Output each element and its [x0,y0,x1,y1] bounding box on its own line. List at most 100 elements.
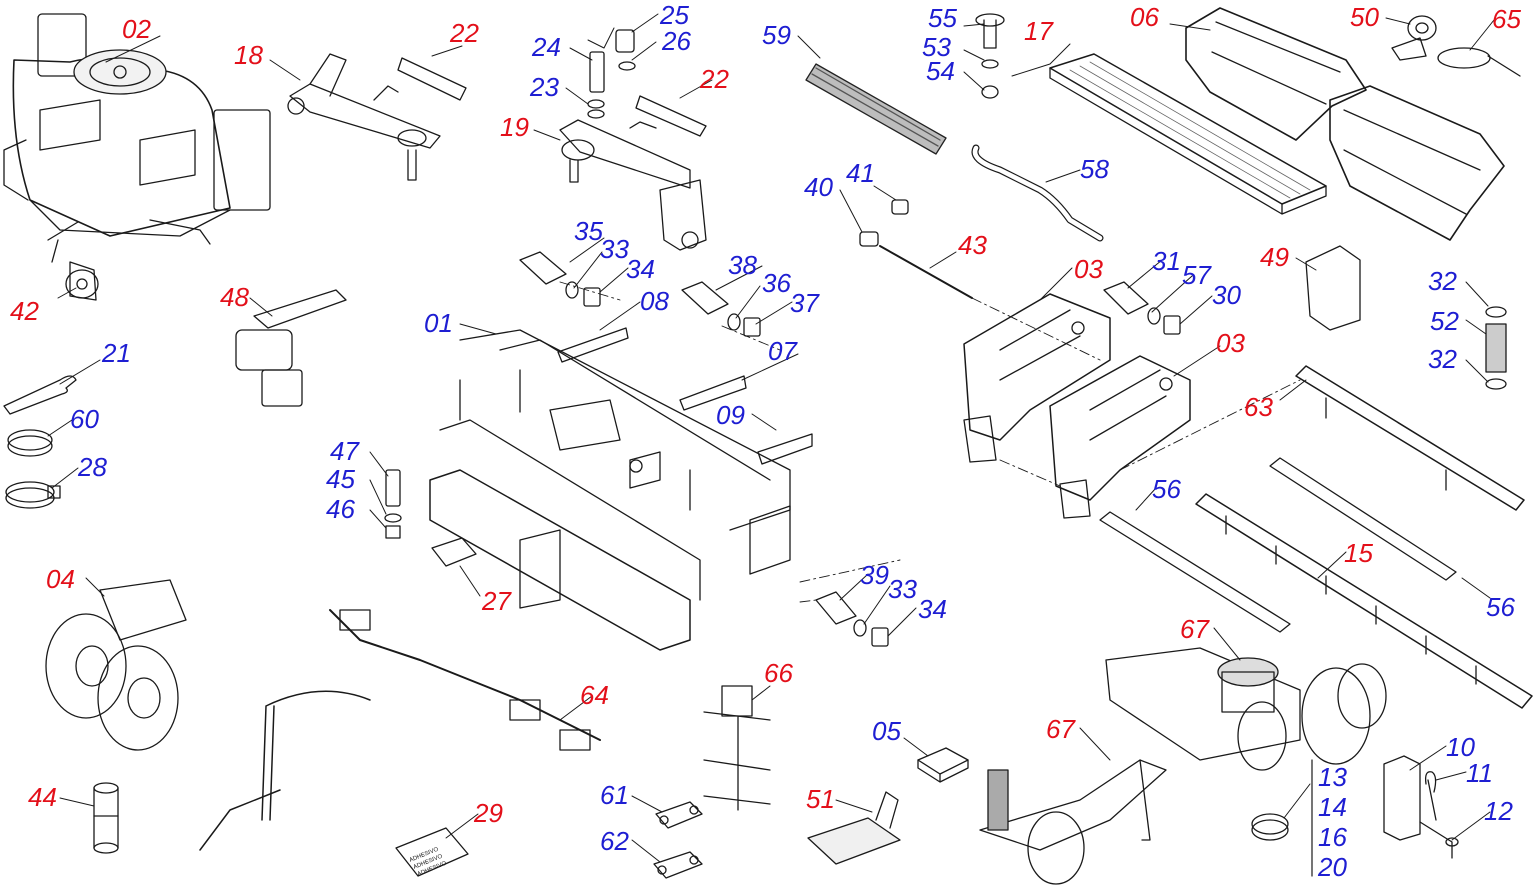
link-61[interactable] [655,801,703,829]
part-label-p35a[interactable]: 35 [574,216,603,246]
part-label-p10[interactable]: 10 [1446,732,1475,762]
part-label-p48[interactable]: 48 [220,282,249,312]
sleeve-set-31[interactable] [1103,281,1181,335]
part-label-p64[interactable]: 64 [580,680,609,710]
spring-59[interactable] [805,63,947,155]
part-label-p61[interactable]: 61 [600,780,629,810]
part-label-p08[interactable]: 08 [640,286,669,316]
part-label-p07[interactable]: 07 [768,336,797,366]
rod-56b[interactable] [1269,457,1457,581]
clamp-60[interactable] [7,429,53,457]
part-label-p14[interactable]: 14 [1318,792,1347,822]
part-label-p63[interactable]: 63 [1244,392,1273,422]
part-label-p39[interactable]: 39 [860,560,889,590]
pad-05[interactable] [917,747,969,783]
bar-63[interactable] [1295,365,1525,511]
part-label-p52[interactable]: 52 [1430,306,1459,336]
part-label-p17[interactable]: 17 [1024,16,1053,46]
decal-29[interactable] [395,827,469,877]
part-label-p26[interactable]: 26 [662,26,691,56]
part-label-p21[interactable]: 21 [102,338,131,368]
hitch-arm-19[interactable] [559,95,707,251]
valve-48[interactable] [235,289,347,407]
part-label-p62[interactable]: 62 [600,826,629,856]
tube-44[interactable] [93,782,119,854]
part-label-p32b[interactable]: 32 [1428,344,1457,374]
guide-10[interactable] [1383,755,1421,841]
part-label-p28[interactable]: 28 [78,452,107,482]
part-label-p09[interactable]: 09 [716,400,745,430]
part-label-p49[interactable]: 49 [1260,242,1289,272]
clamp-13-20[interactable] [1251,759,1313,877]
part-label-p02[interactable]: 02 [122,14,151,44]
light-50[interactable] [1391,15,1437,61]
row-unit-67a[interactable] [1105,647,1387,771]
part-label-p05[interactable]: 05 [872,716,901,746]
part-label-p36[interactable]: 36 [762,268,791,298]
part-label-p24[interactable]: 24 [532,32,561,62]
pin-12[interactable] [1419,821,1459,859]
part-label-p20[interactable]: 20 [1318,852,1347,882]
part-label-p11[interactable]: 11 [1466,758,1493,788]
part-label-p01[interactable]: 01 [424,308,453,338]
part-label-p56b[interactable]: 56 [1486,592,1515,622]
clamp-28[interactable] [5,481,61,509]
part-label-p66[interactable]: 66 [764,658,793,688]
part-label-p22a[interactable]: 22 [450,18,479,48]
part-label-p19[interactable]: 19 [500,112,529,142]
part-label-p27[interactable]: 27 [482,586,511,616]
spring-set-52[interactable] [1485,306,1507,390]
part-label-p46[interactable]: 46 [326,494,355,524]
side-frame-03a[interactable] [963,293,1111,463]
sleeve-set-35[interactable] [519,251,601,307]
hose-58[interactable] [971,144,1104,242]
row-unit-67b[interactable] [979,759,1167,885]
rod-56a[interactable] [1099,511,1291,633]
side-frame-03b[interactable] [1049,355,1191,519]
manifold-49[interactable] [1305,245,1361,331]
part-label-p43[interactable]: 43 [958,230,987,260]
part-label-p38[interactable]: 38 [728,250,757,280]
cable-65[interactable] [1437,47,1521,77]
part-label-p65[interactable]: 65 [1492,4,1521,34]
bolt-40-43[interactable] [859,199,973,299]
part-label-p33a[interactable]: 33 [600,234,629,264]
part-label-p31[interactable]: 31 [1152,246,1181,276]
part-label-p15[interactable]: 15 [1344,538,1373,568]
part-label-p44[interactable]: 44 [28,782,57,812]
part-label-p22b[interactable]: 22 [700,64,729,94]
part-label-p03a[interactable]: 03 [1074,254,1103,284]
part-label-p41[interactable]: 41 [846,158,875,188]
step-plate-17[interactable] [1049,53,1327,215]
part-label-p47[interactable]: 47 [330,436,359,466]
part-label-p06[interactable]: 06 [1130,2,1159,32]
fasteners-53-55[interactable] [975,13,1005,99]
part-label-p60[interactable]: 60 [70,404,99,434]
wheel-assembly-04[interactable] [45,579,187,751]
pin-11[interactable] [1424,771,1437,821]
part-label-p13[interactable]: 13 [1318,762,1347,792]
pins-22-26[interactable] [587,27,636,119]
part-label-p25[interactable]: 25 [660,0,689,30]
part-label-p04[interactable]: 04 [46,564,75,594]
harness-66[interactable] [703,685,771,811]
part-label-p59[interactable]: 59 [762,20,791,50]
rail-15[interactable] [1195,493,1533,709]
part-label-p37[interactable]: 37 [790,288,819,318]
part-label-p56a[interactable]: 56 [1152,474,1181,504]
tool-box-06[interactable] [1185,7,1505,241]
block-27[interactable] [431,537,477,567]
part-label-p58[interactable]: 58 [1080,154,1109,184]
part-label-p12[interactable]: 12 [1484,796,1513,826]
part-label-p67a[interactable]: 67 [1180,614,1209,644]
bracket-42[interactable] [65,261,99,301]
hitch-arm-18[interactable] [287,53,467,181]
part-label-p34b[interactable]: 34 [918,594,947,624]
part-label-p67b[interactable]: 67 [1046,714,1075,744]
main-frame-01[interactable] [429,329,791,651]
part-label-p03b[interactable]: 03 [1216,328,1245,358]
part-label-p33b[interactable]: 33 [888,574,917,604]
part-label-p30[interactable]: 30 [1212,280,1241,310]
part-label-p53[interactable]: 53 [922,32,951,62]
part-label-p16[interactable]: 16 [1318,822,1347,852]
